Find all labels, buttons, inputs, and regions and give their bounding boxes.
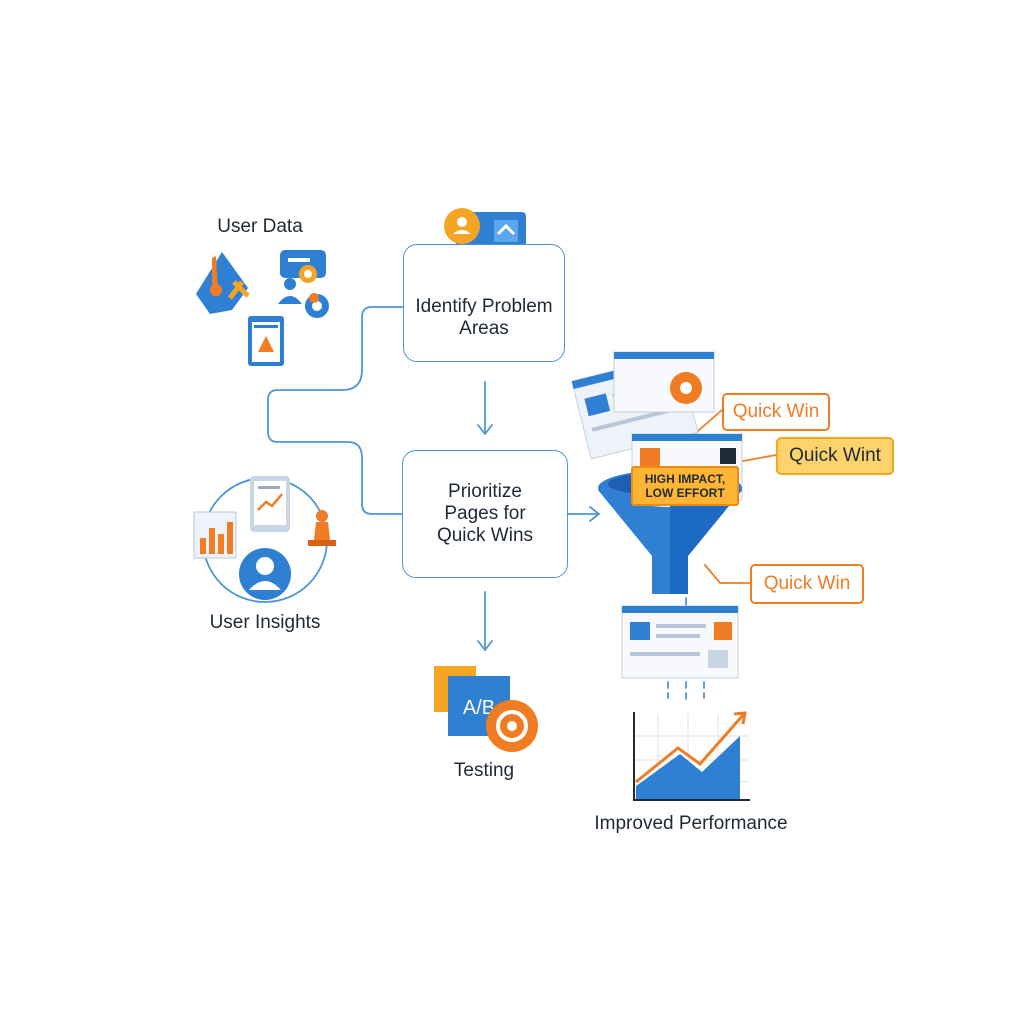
bar-chart-icon	[193, 511, 237, 559]
user-insights-label: User Insights	[209, 612, 321, 633]
quick-win-tag-3: Quick Win	[750, 564, 864, 604]
webpage-icon	[621, 605, 739, 679]
leader-quick-win-3	[704, 564, 751, 584]
high-impact-line-1: HIGH IMPACT,	[644, 472, 726, 486]
ab-text: A/B	[463, 697, 495, 719]
identify-problem-areas-node: Identify Problem Areas	[403, 244, 565, 362]
target-icon	[486, 700, 538, 752]
report-icon	[248, 316, 284, 366]
user-avatar-icon	[239, 548, 291, 600]
user-gear-icon	[278, 278, 329, 318]
ab-test-icon: A/B	[434, 666, 538, 752]
testing-label: Testing	[453, 760, 515, 781]
prioritize-line-1: Prioritize	[448, 481, 522, 502]
quick-win-tag-2: Quick Wint	[776, 437, 894, 475]
high-impact-line-2: LOW EFFORT	[645, 486, 725, 500]
leader-quick-win-2	[737, 454, 777, 463]
chat-gear-icon	[280, 250, 326, 283]
improved-performance-label: Improved Performance	[594, 813, 788, 834]
megaphone-icon	[196, 252, 250, 314]
identify-line-2: Areas	[459, 318, 509, 339]
prioritize-node: Prioritize Pages for Quick Wins	[402, 450, 568, 578]
webpage-icon	[613, 351, 715, 413]
high-impact-low-effort-tag: HIGH IMPACT, LOW EFFORT	[631, 466, 739, 506]
user-data-label: User Data	[217, 216, 303, 237]
user-insights-icons	[193, 476, 336, 600]
connector-identify-to-bus	[267, 306, 404, 515]
growth-chart-icon	[633, 711, 750, 801]
user-data-icons	[196, 250, 329, 366]
identify-line-1: Identify Problem	[415, 296, 553, 317]
prioritize-line-2: Pages for	[444, 503, 526, 524]
chess-pawn-icon	[308, 510, 336, 546]
quick-win-tag-1: Quick Win	[722, 393, 830, 431]
tablet-chart-icon	[250, 476, 290, 532]
prioritize-line-3: Quick Wins	[436, 525, 534, 546]
